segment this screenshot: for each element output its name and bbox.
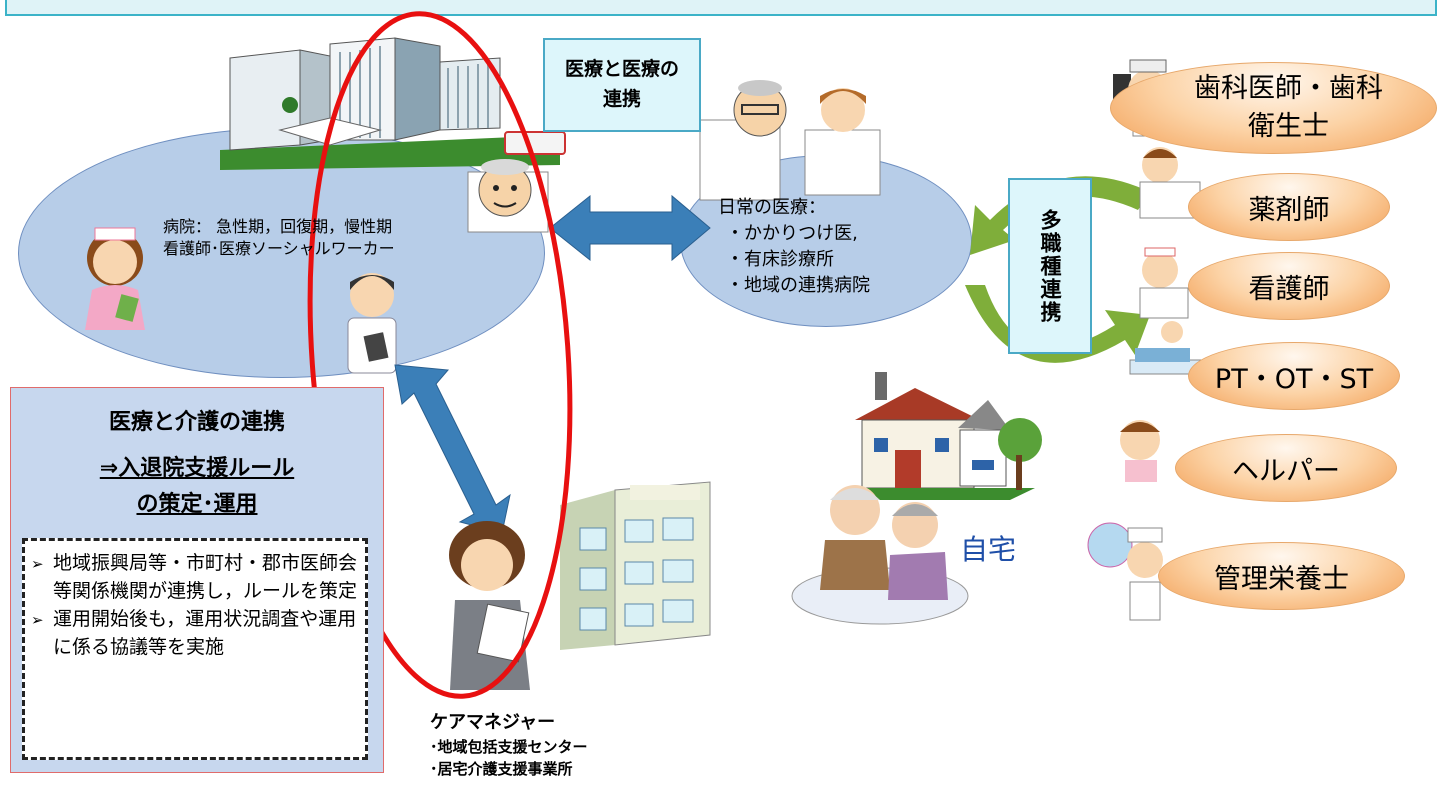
profession-nurse-label: 看護師 xyxy=(1248,273,1330,305)
highlight-ring xyxy=(307,11,573,699)
clinic-doctors-icon xyxy=(699,80,881,201)
bullet-arrow-icon: ➢ xyxy=(31,555,44,573)
multi-profession-box: 多職種連携 xyxy=(1008,178,1092,354)
hospital-clinic-arrow xyxy=(549,194,711,262)
bullet-text: 地域振興局等・市町村・郡市医師会等関係機関が連携し，ルールを策定 xyxy=(53,552,358,602)
helper-icon xyxy=(1120,420,1160,482)
profession-dietitian: 管理栄養士 xyxy=(1158,542,1405,610)
bullet-item: ➢ 運用開始後も，運用状況調査や運用に係る協議等を実施 xyxy=(31,605,357,661)
care-panel-subtitle-1: ⇒入退院支援ルール xyxy=(99,456,295,481)
hospital-caremanager-arrow xyxy=(394,364,511,534)
hospital-building-icon xyxy=(220,37,560,170)
daily-care-item: ・かかりつけ医, xyxy=(726,223,858,244)
elderly-couple-icon xyxy=(791,485,969,625)
bullet-text: 運用開始後も，運用状況調査や運用に係る協議等を実施 xyxy=(53,608,357,658)
home-label: 自宅 xyxy=(960,533,1017,566)
care-panel-bullets: ➢ 地域振興局等・市町村・郡市医師会等関係機関が連携し，ルールを策定 ➢ 運用開… xyxy=(22,538,368,760)
social-worker-icon xyxy=(347,273,397,374)
care-panel-subtitle-2: の策定･運用 xyxy=(136,492,258,517)
daily-care-title: 日常の医療： xyxy=(718,197,826,218)
care-office-building-icon xyxy=(560,481,711,650)
daily-care-item: ・地域の連携病院 xyxy=(726,275,870,296)
profession-therapist-label: PT・OT・ST xyxy=(1214,363,1374,395)
multi-profession-arrow-top xyxy=(970,176,1150,255)
care-manager-line1: ･地域包括支援センター xyxy=(430,738,588,756)
hospital-staff: 看護師･医療ソーシャルワーカー xyxy=(163,239,395,258)
top-banner xyxy=(5,0,1437,16)
profession-dentist: 歯科医師・歯科衛生士 xyxy=(1110,62,1437,154)
care-manager-icon xyxy=(449,521,530,690)
profession-nurse: 看護師 xyxy=(1188,252,1390,320)
daily-care-item: ・有床診療所 xyxy=(726,249,834,270)
profession-dentist-label: 歯科医師・歯科衛生士 xyxy=(1194,73,1383,142)
profession-therapist: PT・OT・ST xyxy=(1188,342,1400,410)
therapist-icon xyxy=(1129,321,1206,375)
pharmacist-icon xyxy=(1139,147,1201,219)
profession-helper: ヘルパー xyxy=(1175,434,1397,502)
care-manager-label: ケアマネジャー ･地域包括支援センター ･居宅介護支援事業所 xyxy=(430,710,588,780)
bullet-item: ➢ 地域振興局等・市町村・郡市医師会等関係機関が連携し，ルールを策定 xyxy=(31,549,357,605)
medical-link-line2: 連携 xyxy=(602,88,641,110)
daily-care-label: 日常の医療： ・かかりつけ医, ・有床診療所 ・地域の連携病院 xyxy=(718,195,870,299)
nurse-icon xyxy=(85,227,145,330)
care-panel-title: 医療と介護の連携 xyxy=(108,410,285,435)
nurse-profession-icon xyxy=(1139,247,1189,319)
hospital-label: 病院： 急性期，回復期，慢性期 看護師･医療ソーシャルワーカー xyxy=(163,216,395,260)
profession-dietitian-label: 管理栄養士 xyxy=(1214,563,1349,595)
care-manager-title: ケアマネジャー xyxy=(430,712,556,733)
medical-link-box: 医療と医療の 連携 xyxy=(543,38,701,132)
bullet-arrow-icon: ➢ xyxy=(31,611,44,629)
care-manager-line2: ･居宅介護支援事業所 xyxy=(430,760,573,778)
medical-link-line1: 医療と医療の xyxy=(564,58,679,80)
profession-helper-label: ヘルパー xyxy=(1232,455,1340,487)
profession-pharmacist: 薬剤師 xyxy=(1188,173,1390,241)
profession-pharmacist-label: 薬剤師 xyxy=(1248,194,1330,226)
home-icon xyxy=(855,372,1042,500)
dietitian-icon xyxy=(1087,522,1163,621)
hospital-doctor-icon xyxy=(467,159,549,233)
ambulance-icon xyxy=(504,131,566,155)
hospital-stages: 病院： 急性期，回復期，慢性期 xyxy=(163,217,393,236)
